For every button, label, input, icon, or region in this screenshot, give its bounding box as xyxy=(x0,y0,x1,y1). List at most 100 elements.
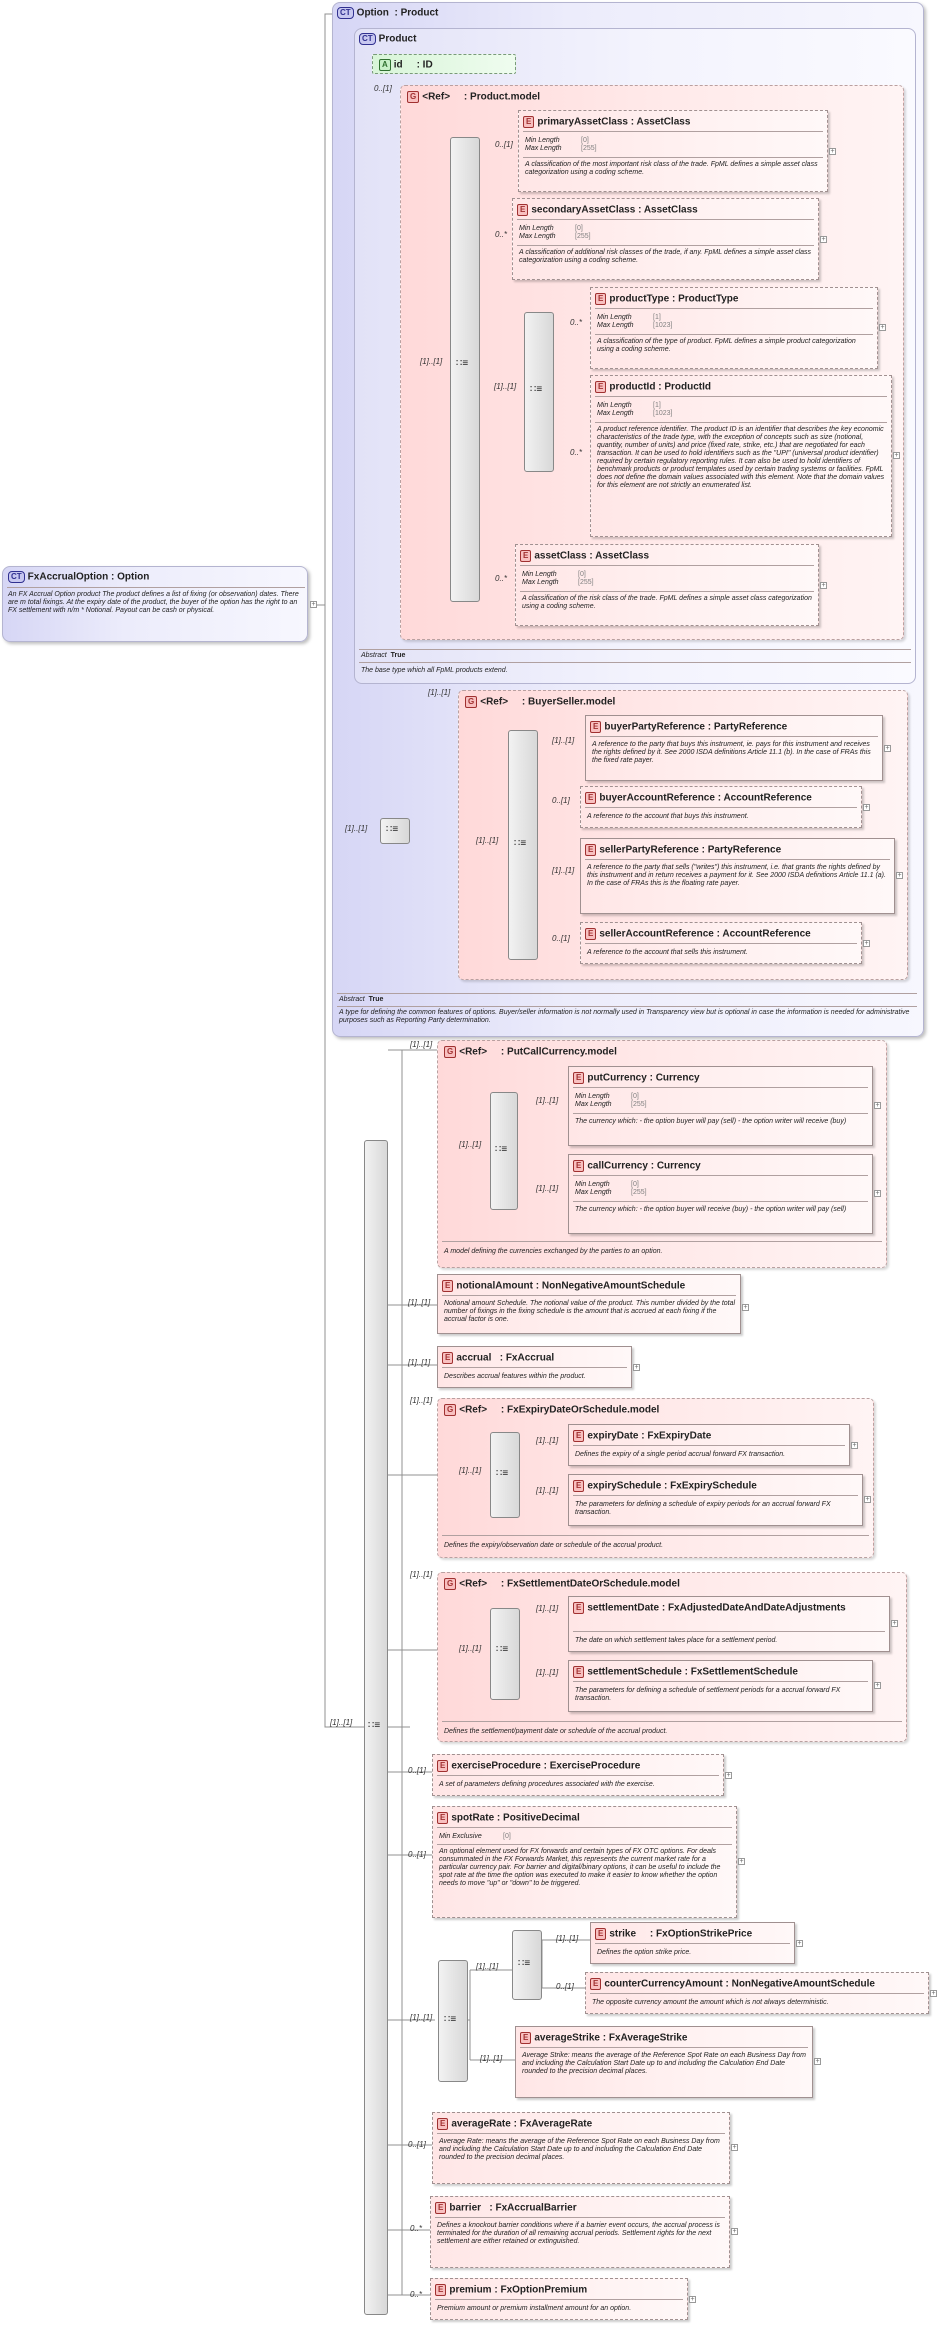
element-description: The parameters for defining a schedule o… xyxy=(575,1687,841,1702)
element-name: expiryDate xyxy=(587,1430,639,1442)
expand-icon[interactable]: + xyxy=(879,324,886,331)
accrual-card: [1]..[1] xyxy=(408,1358,431,1367)
expand-icon[interactable]: + xyxy=(864,1496,871,1503)
expand-icon[interactable]: + xyxy=(738,1858,745,1865)
expand-icon[interactable]: + xyxy=(863,804,870,811)
sequence-compositor[interactable] xyxy=(490,1608,520,1700)
expand-icon[interactable]: + xyxy=(731,2144,738,2151)
expand-icon[interactable]: + xyxy=(731,2228,738,2235)
sequence-compositor[interactable] xyxy=(512,1930,542,2000)
expand-icon[interactable]: + xyxy=(820,236,827,243)
element-icon: E xyxy=(523,116,535,128)
strike-card: [1]..[1] xyxy=(556,1934,579,1943)
expand-icon[interactable]: + xyxy=(893,452,900,459)
expand-icon[interactable]: + xyxy=(829,148,836,155)
product-model-card: 0..[1] xyxy=(374,84,392,93)
expand-icon[interactable]: + xyxy=(796,1940,803,1947)
ref-label: <Ref> xyxy=(459,1404,488,1416)
putcall-model-name: PutCallCurrency.model xyxy=(507,1046,617,1058)
element-description: Notional amount Schedule. The notional v… xyxy=(444,1300,736,1323)
group-icon: G xyxy=(465,696,478,708)
element-icon: E xyxy=(517,204,529,216)
expand-icon[interactable]: + xyxy=(689,2296,696,2303)
expand-icon[interactable]: + xyxy=(742,1304,749,1311)
sequence-compositor[interactable] xyxy=(490,1092,518,1210)
sequence-compositor[interactable] xyxy=(450,137,480,602)
attribute-icon: A xyxy=(379,59,391,71)
expiry-model-name: FxExpiryDateOrSchedule.model xyxy=(507,1404,660,1416)
id-type: ID xyxy=(422,59,433,71)
group-description: Defines the expiry/observation date or s… xyxy=(444,1542,664,1549)
expand-icon[interactable]: + xyxy=(310,601,317,608)
expand-icon[interactable]: + xyxy=(814,2058,821,2065)
expand-icon[interactable]: + xyxy=(884,745,891,752)
primary-asset-class-card: 0..[1] xyxy=(495,140,513,149)
min-length-value: [1] xyxy=(653,402,661,409)
element-icon: E xyxy=(442,1352,454,1364)
expand-icon[interactable]: + xyxy=(930,1990,937,1997)
element-icon: E xyxy=(573,1602,585,1614)
root-name: FxAccrualOption xyxy=(27,571,109,583)
option-sequence-compositor[interactable] xyxy=(380,818,410,844)
sequence-card: [1]..[1] xyxy=(476,836,499,845)
element-type: AssetClass xyxy=(636,116,691,128)
element-name: averageRate xyxy=(451,2118,511,2130)
choice-compositor[interactable] xyxy=(438,1960,468,2082)
element-name: expirySchedule xyxy=(587,1480,662,1492)
expand-icon[interactable]: + xyxy=(891,1620,898,1627)
max-length-label: Max Length xyxy=(525,145,562,152)
sequence-compositor[interactable] xyxy=(508,730,538,960)
expand-icon[interactable]: + xyxy=(725,1772,732,1779)
ref-label: <Ref> xyxy=(459,1046,488,1058)
expand-icon[interactable]: + xyxy=(896,872,903,879)
expand-icon[interactable]: + xyxy=(863,940,870,947)
choice-compositor[interactable] xyxy=(524,312,554,472)
element-icon: E xyxy=(520,2032,532,2044)
element-icon: E xyxy=(435,2202,447,2214)
max-length-value: [1023] xyxy=(653,410,673,417)
expand-icon[interactable]: + xyxy=(874,1190,881,1197)
expand-icon[interactable]: + xyxy=(874,1102,881,1109)
min-length-label: Min Length xyxy=(575,1093,610,1100)
expand-icon[interactable]: + xyxy=(820,582,827,589)
main-sequence-compositor[interactable] xyxy=(364,1140,388,2315)
id-name: id xyxy=(393,59,403,71)
expand-icon[interactable]: + xyxy=(633,1364,640,1371)
expand-icon[interactable]: + xyxy=(851,1442,858,1449)
element-icon: E xyxy=(590,1978,602,1990)
notional-amount-card: [1]..[1] xyxy=(408,1298,431,1307)
element-icon: E xyxy=(585,792,597,804)
main-sequence-card: [1]..[1] xyxy=(330,1718,353,1727)
element-icon: E xyxy=(442,1280,454,1292)
expand-icon[interactable]: + xyxy=(874,1682,881,1689)
sequence-compositor[interactable] xyxy=(490,1432,520,1518)
